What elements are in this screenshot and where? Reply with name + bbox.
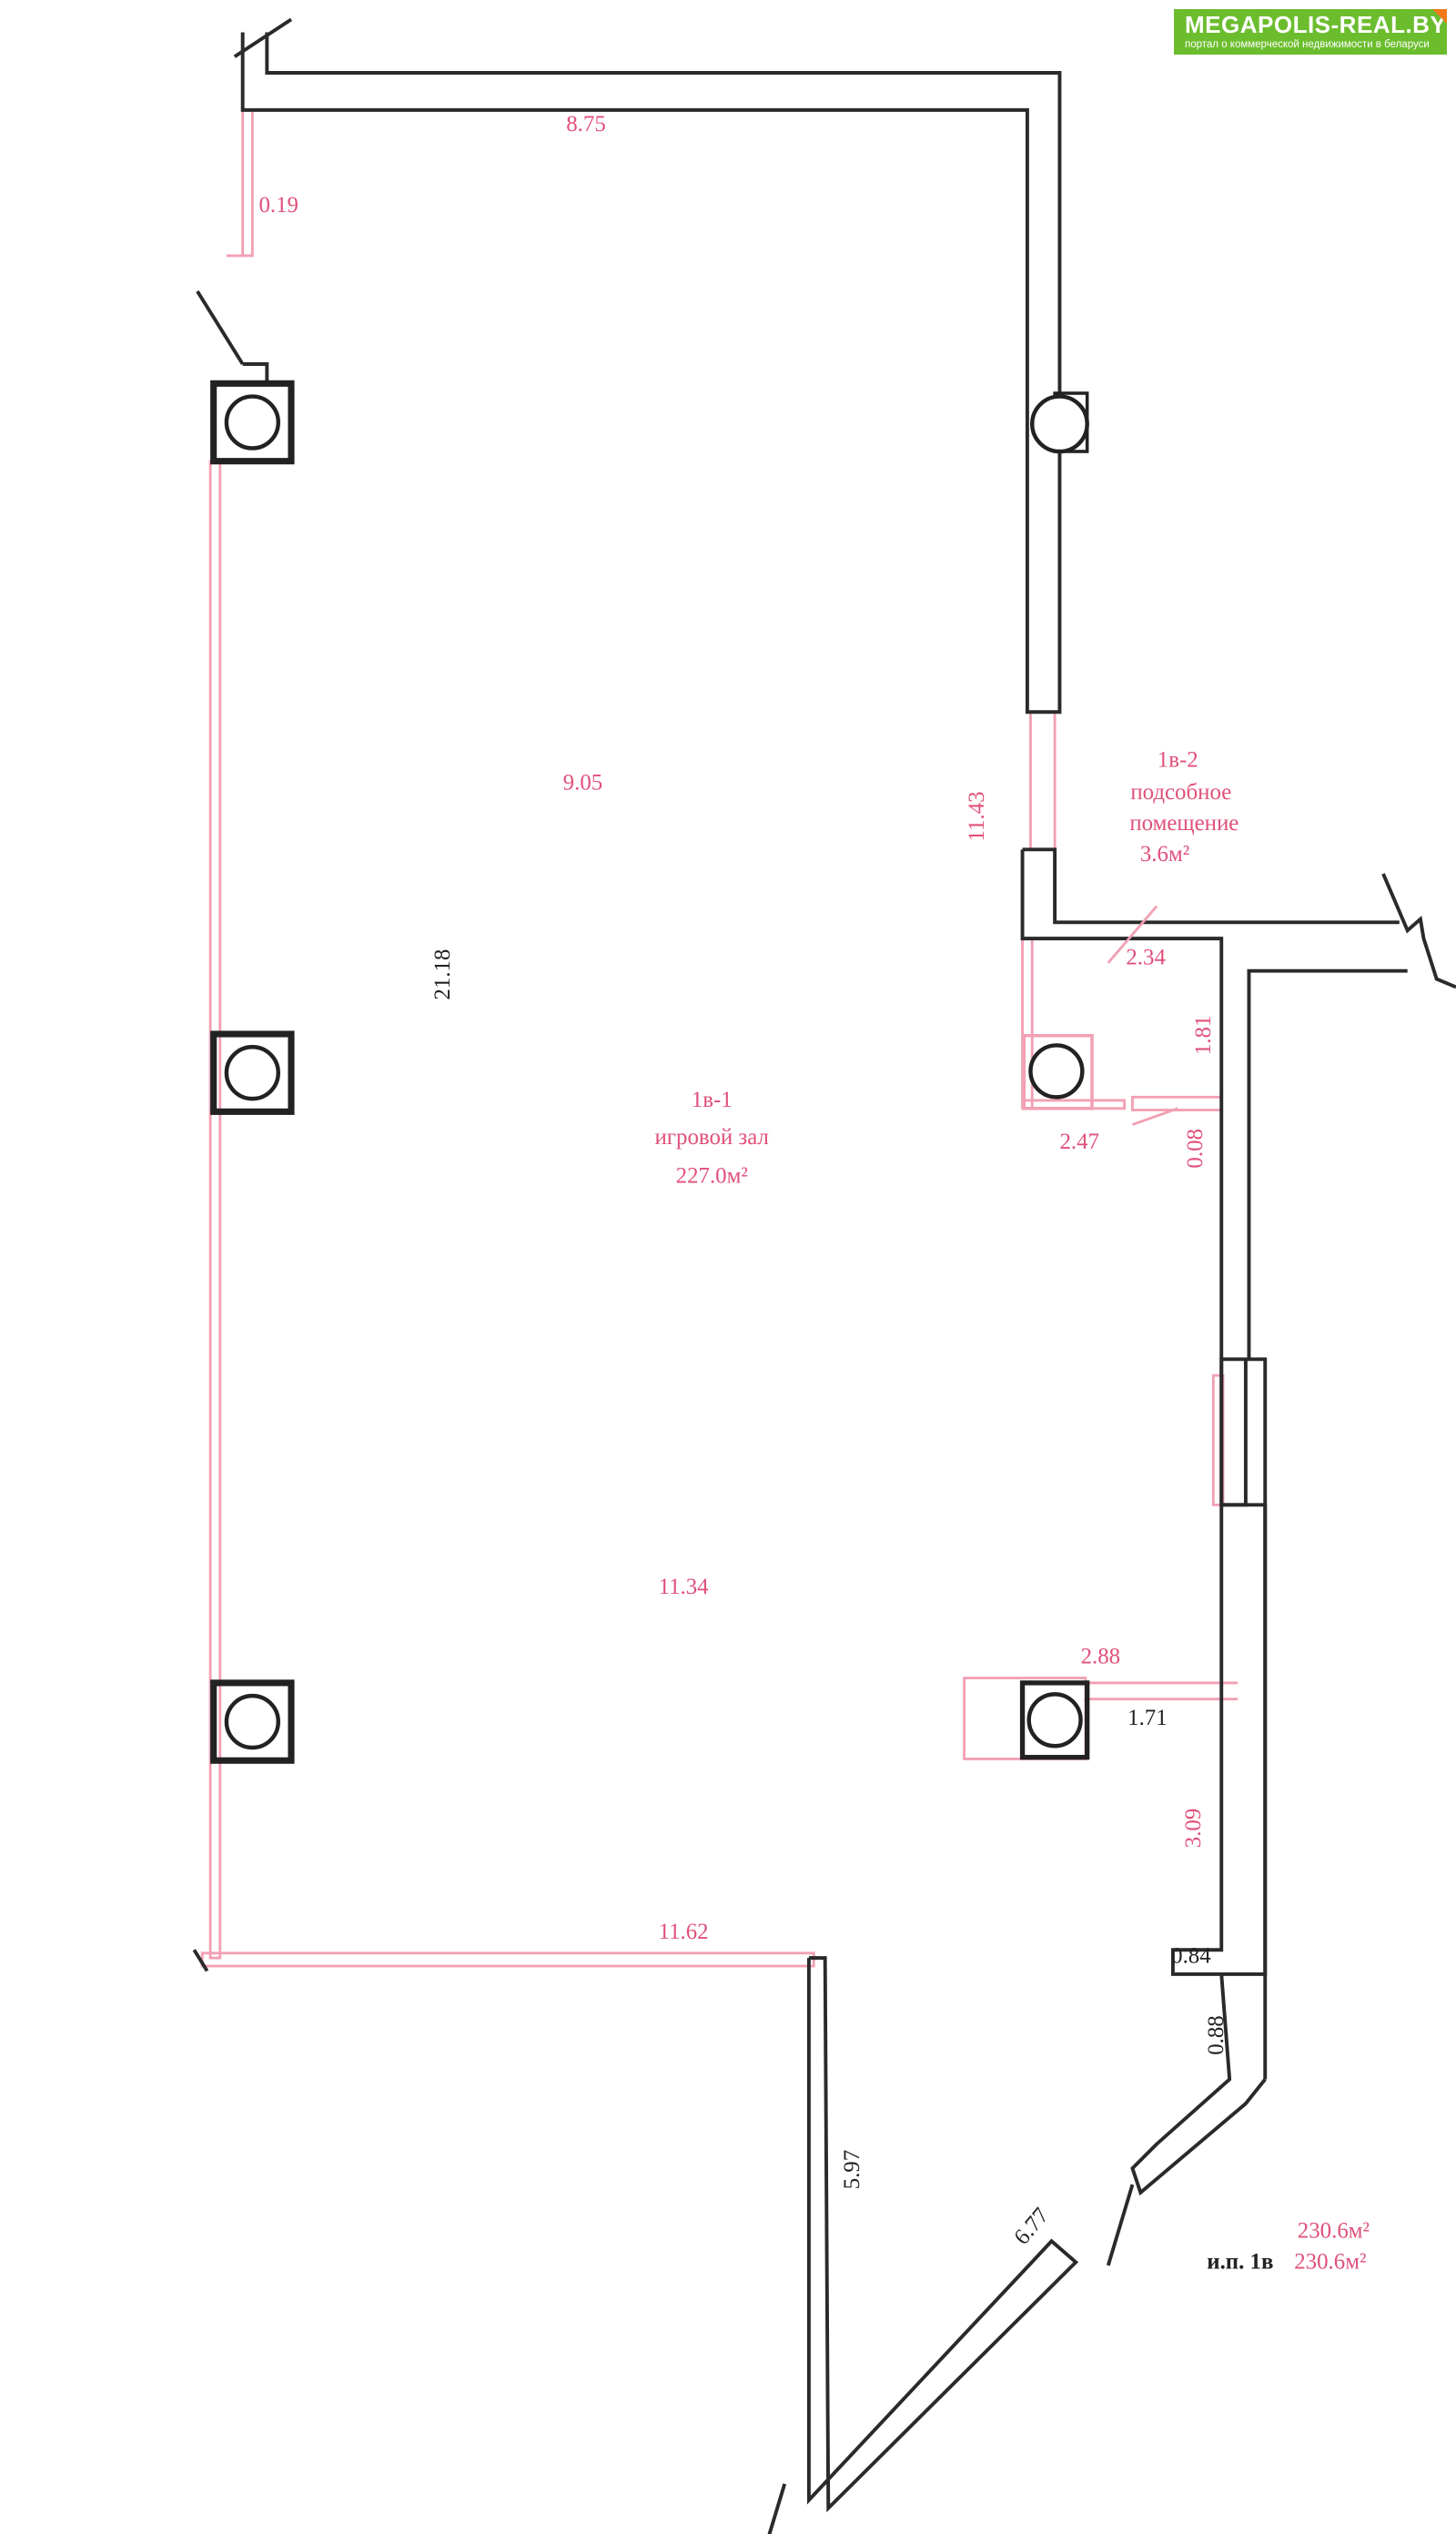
dim-column-offset: 2.47: [1059, 1130, 1099, 1154]
dim-top-left-offset: 0.19: [258, 193, 298, 218]
dim-top-wall: 8.75: [566, 112, 606, 137]
dim-left-height: 21.18: [430, 949, 455, 1000]
utility-room-id: 1в-2: [1158, 748, 1198, 773]
main-room-id: 1в-1: [692, 1088, 733, 1112]
columns: [210, 380, 1094, 1764]
walls: [192, 17, 1456, 2534]
dim-inner-width-upper: 9.05: [563, 771, 603, 796]
premises-area: 230.6м²: [1294, 2249, 1366, 2274]
dim-column-width: 2.88: [1081, 1645, 1121, 1669]
dim-bottom-wall: 5.97: [840, 2150, 864, 2190]
utility-room-name-1: подсобное: [1130, 780, 1231, 805]
dim-right-lower: 3.09: [1181, 1809, 1206, 1849]
dim-bottom-width: 11.62: [659, 1920, 709, 1944]
dim-small-offset: 0.08: [1183, 1129, 1208, 1169]
column: [210, 380, 295, 465]
utility-room-name-2: помещение: [1129, 811, 1239, 836]
logo-title: MEGAPOLIS-REAL.BY: [1185, 11, 1447, 38]
column: [1022, 1034, 1094, 1110]
total-area: 230.6м²: [1298, 2219, 1370, 2244]
dim-bottom-right-step: 0.84: [1171, 1943, 1211, 1968]
utility-room-area: 3.6м²: [1140, 842, 1189, 867]
logo-corner-fold: [1432, 9, 1447, 24]
main-room-name: игровой зал: [655, 1125, 769, 1150]
megapolis-logo[interactable]: MEGAPOLIS-REAL.BY портал о коммерческой …: [1174, 9, 1447, 55]
premises-label: и.п. 1в: [1207, 2249, 1273, 2274]
column: [1030, 391, 1089, 454]
dim-bottom-right-diag: 0.88: [1204, 2015, 1228, 2055]
dim-right-upper-height: 11.43: [965, 791, 989, 841]
column: [210, 1030, 295, 1115]
main-room-area: 227.0м²: [676, 1164, 748, 1189]
pink-boundary-lines: [200, 108, 1239, 1968]
dim-column-right: 1.71: [1127, 1706, 1168, 1730]
logo-subtitle: портал о коммерческой недвижимости в бел…: [1185, 39, 1430, 50]
column: [210, 1679, 295, 1764]
column: [1019, 1680, 1090, 1760]
dim-inner-width-lower: 11.34: [659, 1575, 710, 1599]
dim-utility-width: 2.34: [1126, 946, 1166, 970]
dim-diagonal-wall: 6.77: [1009, 2204, 1054, 2250]
dim-utility-height: 1.81: [1191, 1016, 1216, 1056]
